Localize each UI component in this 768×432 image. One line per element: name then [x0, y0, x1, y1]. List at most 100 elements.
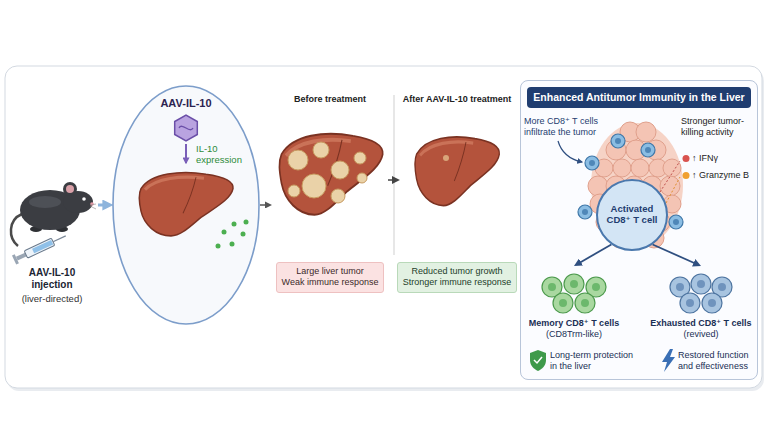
memory-cell — [553, 293, 573, 313]
syringe-barrel — [24, 238, 55, 258]
il10-dot — [222, 230, 227, 235]
infiltration-leader — [558, 141, 582, 162]
tumor-nodules — [288, 142, 367, 203]
mouse-figure — [11, 182, 96, 246]
granzyme-dot — [683, 172, 690, 179]
expression-arrow — [185, 144, 187, 163]
memory-nucleus — [581, 299, 589, 307]
syringe-needle — [53, 236, 66, 242]
liver-picture — [139, 173, 233, 236]
lightning-icon — [662, 349, 675, 372]
tumor-cell — [660, 176, 680, 196]
before-column: Before treatmentLarge liver tumorWeak im… — [272, 90, 388, 300]
result-line: Stronger immune response — [403, 277, 512, 288]
exhausted-cell-group: Exhausted CD8⁺ T cells(revived) — [647, 266, 755, 342]
mouse-sheen — [29, 196, 61, 208]
t-cell — [585, 156, 599, 170]
mouse-ear-inner — [66, 185, 74, 193]
memory-cell — [564, 274, 584, 294]
infiltration-note: More CD8⁺ T cells infiltrate the tumor — [524, 116, 604, 138]
tumor-nodule — [302, 174, 326, 198]
memory-cell — [575, 293, 595, 313]
activity-note: Stronger tumor-killing activity — [681, 116, 755, 138]
label-slot: ↑ IFNγ — [692, 153, 718, 164]
il10-dot — [241, 232, 246, 237]
t-cell-nucleus — [582, 209, 588, 215]
injection-group: AAV-IL-10 injection (liver-directed) — [6, 160, 98, 310]
cell-group-title: Memory CD8⁺ T cells — [529, 318, 619, 329]
activated-cell-circle: Activated CD8⁺ T cell — [596, 179, 668, 251]
before-result-box: Large liver tumorWeak immune response — [276, 262, 385, 293]
label-slot: More CD8⁺ T cells infiltrate the tumor — [524, 116, 604, 138]
syringe-liquid — [32, 240, 53, 253]
cell-label: Activated CD8⁺ T cell — [603, 204, 661, 226]
memory-nucleus — [570, 280, 578, 288]
cytokine-label: ↑ IFNγ — [692, 153, 718, 164]
t-cell-nucleus — [589, 160, 595, 166]
cytokine-leader — [666, 177, 680, 203]
result-line: Reduced tumor growth — [403, 266, 512, 277]
mouse-tail — [11, 214, 22, 246]
tumor-nodule — [357, 173, 367, 183]
t-cell-nucleus — [615, 138, 621, 144]
tumor-nodule — [288, 150, 308, 170]
t-cell — [641, 143, 655, 157]
il10-dot — [232, 222, 237, 227]
result-line: Weak immune response — [282, 277, 379, 288]
tumor-nodule — [313, 142, 329, 158]
benefit-note: Long-term protection in the liver — [550, 350, 642, 372]
mouse-eye — [82, 197, 86, 201]
tumor-liver-picture — [279, 134, 382, 215]
tumor-nodule — [288, 185, 300, 197]
ifng-dot — [683, 155, 690, 162]
exhausted-nucleus — [676, 283, 684, 291]
label-slot: Long-term protection in the liver — [550, 350, 642, 372]
cell-group-title: Exhausted CD8⁺ T cells — [650, 318, 751, 329]
il10-dot — [244, 220, 249, 225]
mouse-nose — [90, 202, 94, 206]
cell-group-subtitle: (CD8Trm-like) — [546, 329, 602, 340]
right-panel-ground — [520, 80, 758, 380]
divider-line — [394, 95, 395, 255]
vector-title: AAV-IL-10 — [112, 97, 260, 110]
injection-title: AAV-IL-10 injection — [16, 267, 88, 291]
exhausted-cells — [670, 274, 732, 313]
cell-group-subtitle: (revived) — [683, 329, 718, 340]
cytokine-label: ↑ Granzyme B — [692, 170, 749, 181]
memory-nucleus — [548, 283, 556, 291]
healthy-liver-picture — [415, 137, 500, 206]
tumor-nodule — [354, 152, 366, 164]
delivery-arrow — [98, 204, 106, 207]
ellipse-border — [113, 86, 259, 324]
memory-nucleus — [559, 299, 567, 307]
expression-note: IL-10 expression — [196, 144, 250, 166]
tumor-nodule — [331, 189, 345, 203]
injection-route: (liver-directed) — [22, 293, 83, 304]
label-slot: ↑ Granzyme B — [692, 170, 749, 181]
vector-ellipse: AAV-IL-10IL-10 expression — [112, 85, 260, 325]
mouse-ear — [63, 182, 77, 196]
t-cell — [578, 205, 592, 219]
il10-dot — [230, 242, 235, 247]
mouse-whisker — [90, 204, 96, 205]
flow-arrow — [388, 179, 394, 181]
exhausted-cell — [691, 274, 711, 294]
panel-heading: Enhanced Antitumor Immunity in the Liver — [527, 87, 751, 108]
memory-cells — [542, 274, 606, 313]
outer-panel — [5, 66, 762, 388]
differentiation-arrow — [579, 244, 611, 263]
exhausted-nucleus — [686, 299, 694, 307]
tumor-cell — [636, 122, 656, 142]
t-cell — [669, 215, 683, 229]
t-cell-nucleus — [645, 147, 651, 153]
exhausted-cell — [702, 293, 722, 313]
differentiation-arrow — [653, 244, 696, 263]
after-result-box: Reduced tumor growthStronger immune resp… — [397, 262, 518, 293]
benefit-note: Restored function and effectiveness — [678, 350, 756, 372]
exhausted-nucleus — [708, 299, 716, 307]
tumor-cell — [631, 159, 649, 177]
mouse-whisker — [90, 206, 96, 209]
flow-arrow — [260, 204, 267, 205]
